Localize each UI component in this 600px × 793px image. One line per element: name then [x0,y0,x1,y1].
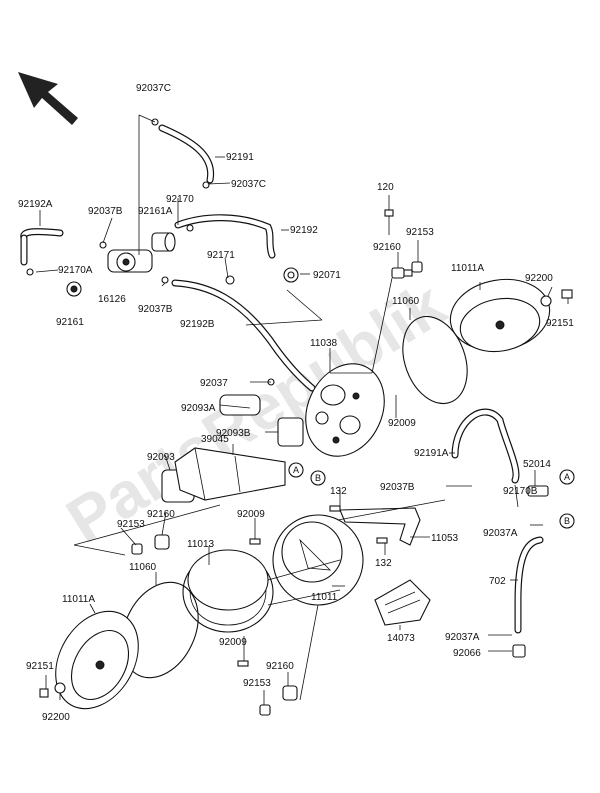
backing-plate-11038 [305,363,385,457]
part-label: 92009 [388,418,416,429]
air-cleaner-cover-lower-11011a [55,610,139,710]
part-label: 92151 [546,318,574,329]
fitting-92161a [151,232,176,252]
part-label: 11038 [310,338,338,349]
svg-text:B: B [564,516,570,526]
hose-702 [514,536,544,634]
leader-lines [35,114,569,705]
front-direction-arrow-icon [18,72,78,125]
fitting-52014 [527,485,549,497]
part-label: 14073 [387,633,415,644]
duct-39045 [174,447,286,501]
part-label: 92037B [88,206,123,217]
part-label: 92170 [166,194,194,205]
part-label: 132 [375,558,392,569]
grommet-92071 [283,267,299,283]
part-label: 92037B [380,482,415,493]
callout-b-upper: B [310,470,326,486]
part-label: 92037B [138,304,173,315]
part-label: 92192A [18,199,53,210]
part-label: 92160 [373,242,401,253]
plug-92066 [512,644,526,658]
part-label: 92160 [147,509,175,520]
bracket-11053 [339,507,421,546]
part-label: 92161A [138,206,173,217]
grommet-92161 [66,281,82,297]
breather-hose-upper [20,124,316,392]
part-label: 11011 [311,592,338,603]
part-label: 92153 [117,519,145,530]
part-label: 11060 [392,296,420,307]
svg-text:A: A [293,465,299,475]
bolt-92151-right [561,289,573,299]
part-label: 39045 [201,434,229,445]
part-label: 92093 [147,452,175,463]
part-label: 92192B [180,319,215,330]
part-label: 92037C [231,179,266,190]
part-label: 92037C [136,83,171,94]
part-label: 92037A [445,632,480,643]
part-label: 92161 [56,317,84,328]
part-label: 92160 [266,661,294,672]
o-ring-right-11060 [402,315,468,405]
part-labels: 92037C 92191 92037C 92192A 92037B 92161A… [18,83,574,723]
part-label: 11013 [187,539,215,550]
part-label: 92192 [290,225,318,236]
part-label: 16126 [98,294,126,305]
stud-92160 [391,267,413,279]
hose-92191a [451,408,520,484]
svg-text:B: B [315,473,321,483]
part-label: 52014 [523,459,551,470]
resonator-14073 [374,579,431,626]
part-label: 92009 [237,509,265,520]
part-label: 92151 [26,661,54,672]
housing-11011 [272,514,364,606]
part-label: 92170B [503,486,538,497]
part-label: 92200 [525,273,553,284]
nuts-92153 [131,543,271,716]
part-label: 702 [489,576,506,587]
part-label: 11053 [431,533,459,544]
svg-text:A: A [564,472,570,482]
callout-a-right: A [559,469,575,485]
part-label: 92037A [483,528,518,539]
part-label: 92153 [406,227,434,238]
part-label: 92093A [181,403,216,414]
part-label: 92009 [219,637,247,648]
part-label: 120 [377,182,394,193]
part-label: 92171 [207,250,235,261]
part-label: 92200 [42,712,70,723]
part-label: 92191A [414,448,449,459]
part-label: 11060 [129,562,157,573]
part-label: 92170A [58,265,93,276]
valve-16126 [107,249,153,273]
filter-element-11013 [182,549,274,633]
callout-a-upper: A [288,462,304,478]
callout-b-right: B [559,513,575,529]
o-ring-lower-11060 [121,581,199,679]
part-label: 92071 [313,270,341,281]
part-label: 11011A [451,263,484,274]
part-label: 132 [330,486,347,497]
part-label: 11011A [62,594,95,605]
gaskets-92093 [161,394,304,503]
bolt-120 [384,209,394,235]
nut-92153 [411,261,423,273]
part-label: 92066 [453,648,481,659]
part-label: 92153 [243,678,271,689]
part-label: 92191 [226,152,254,163]
part-label: 92037 [200,378,228,389]
washer-92200-right [540,295,552,307]
air-cleaner-cover-right-11011a [449,278,551,353]
part-label: 92093B [216,428,251,439]
